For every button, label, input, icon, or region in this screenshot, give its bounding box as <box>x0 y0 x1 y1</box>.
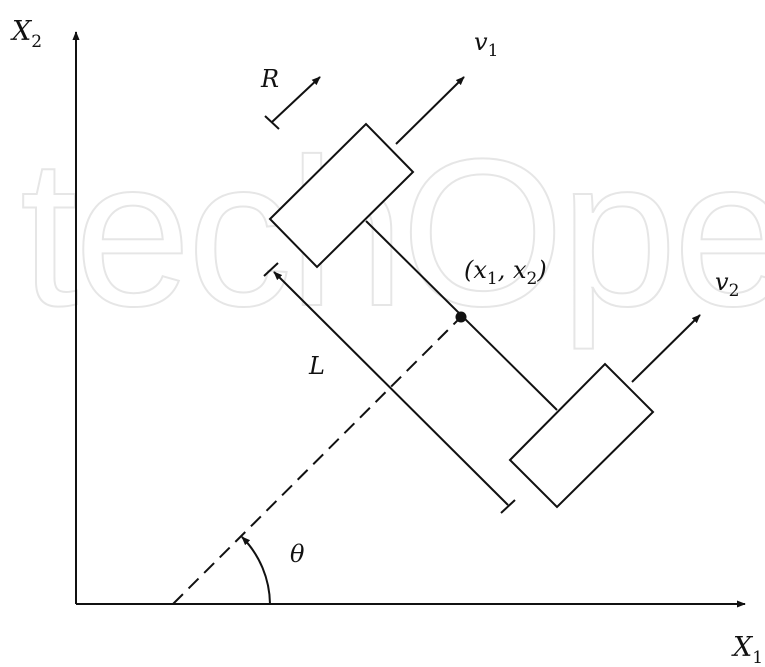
center-label: (x1, x2) <box>464 256 547 289</box>
y-axis-label: X2 <box>10 16 42 52</box>
l-label: L <box>308 352 325 380</box>
x-axis-label: X1 <box>731 632 763 667</box>
r-label: R <box>260 65 279 93</box>
wheel-1 <box>268 122 415 269</box>
r-dimension-tick <box>264 115 280 130</box>
l-dimension-tick-end <box>500 499 516 514</box>
v2-label: v2 <box>715 268 739 301</box>
v1-label: v1 <box>474 28 498 61</box>
wheel-2 <box>508 362 655 509</box>
l-dimension-line <box>273 271 509 506</box>
velocity-v2-arrow <box>631 314 701 383</box>
theta-arc <box>241 536 271 605</box>
center-point <box>455 311 467 323</box>
theta-label: θ <box>290 540 305 568</box>
velocity-v1-arrow <box>395 76 465 145</box>
l-dimension-tick-start <box>263 262 279 277</box>
r-dimension-arrow <box>271 76 321 123</box>
heading-dashed-line <box>172 316 462 605</box>
